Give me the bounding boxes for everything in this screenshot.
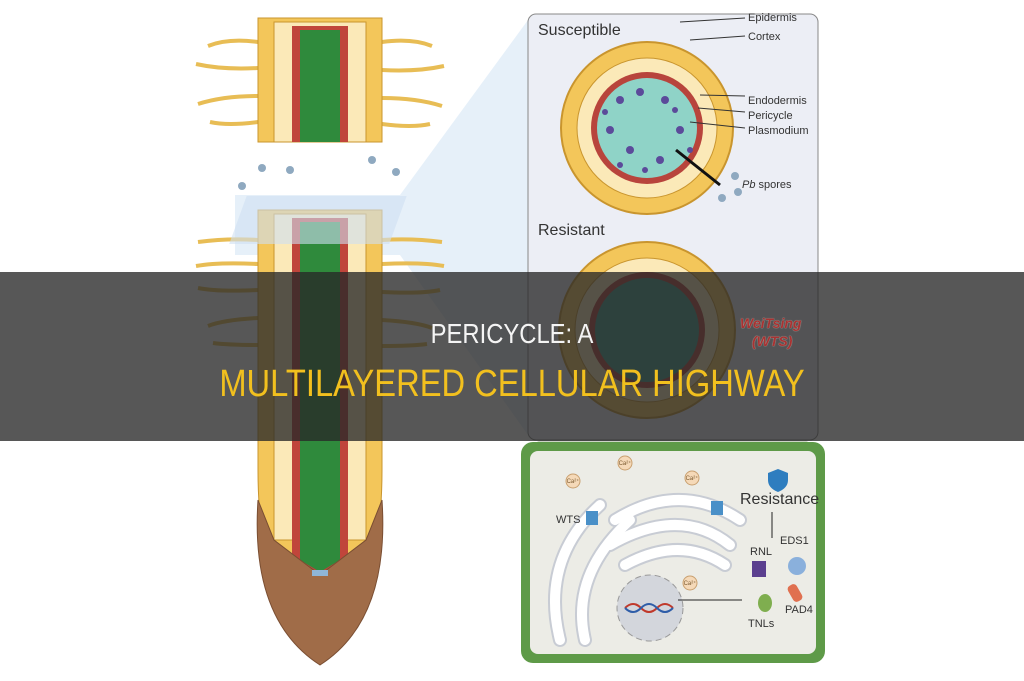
- wts-cell-label: WTS: [556, 514, 580, 526]
- shield-icon: [768, 469, 788, 492]
- ca-label: Ca²⁺: [686, 475, 699, 482]
- ca-label: Ca²⁺: [567, 478, 580, 485]
- title-banner: PERICYCLE: A MULTILAYERED CELLULAR HIGHW…: [0, 272, 1024, 441]
- spores: [238, 156, 400, 190]
- label-cortex: Cortex: [748, 31, 781, 43]
- eds1-label: EDS1: [780, 535, 809, 547]
- label-pb-spores: Pb spores: [742, 179, 792, 191]
- label-plasmodium: Plasmodium: [748, 125, 809, 137]
- title-line-2: MULTILAYERED CELLULAR HIGHWAY: [219, 363, 805, 405]
- susceptible-label: Susceptible: [538, 22, 621, 39]
- root-segment-top: [195, 17, 445, 143]
- tnls-label: TNLs: [748, 618, 775, 630]
- label-endodermis: Endodermis: [748, 95, 807, 107]
- weitsing-label: WeiTsing: [740, 315, 802, 331]
- rnl-label: RNL: [750, 546, 772, 558]
- resistant-label: Resistant: [538, 222, 605, 239]
- label-pericycle: Pericycle: [748, 110, 793, 122]
- ca-label: Ca²⁺: [684, 580, 697, 587]
- dna-icon: [624, 603, 674, 613]
- ca-label: Ca²⁺: [619, 460, 632, 467]
- label-epidermis: Epidermis: [748, 12, 797, 24]
- title-line-1: PERICYCLE: A: [430, 318, 594, 349]
- wts-label: (WTS): [752, 333, 793, 349]
- resistance-label: Resistance: [740, 491, 819, 508]
- cell-panel: Ca²⁺ Ca²⁺ Ca²⁺ Ca²⁺ Resistance WTS EDS1 …: [521, 440, 825, 663]
- pad4-label: PAD4: [785, 604, 813, 616]
